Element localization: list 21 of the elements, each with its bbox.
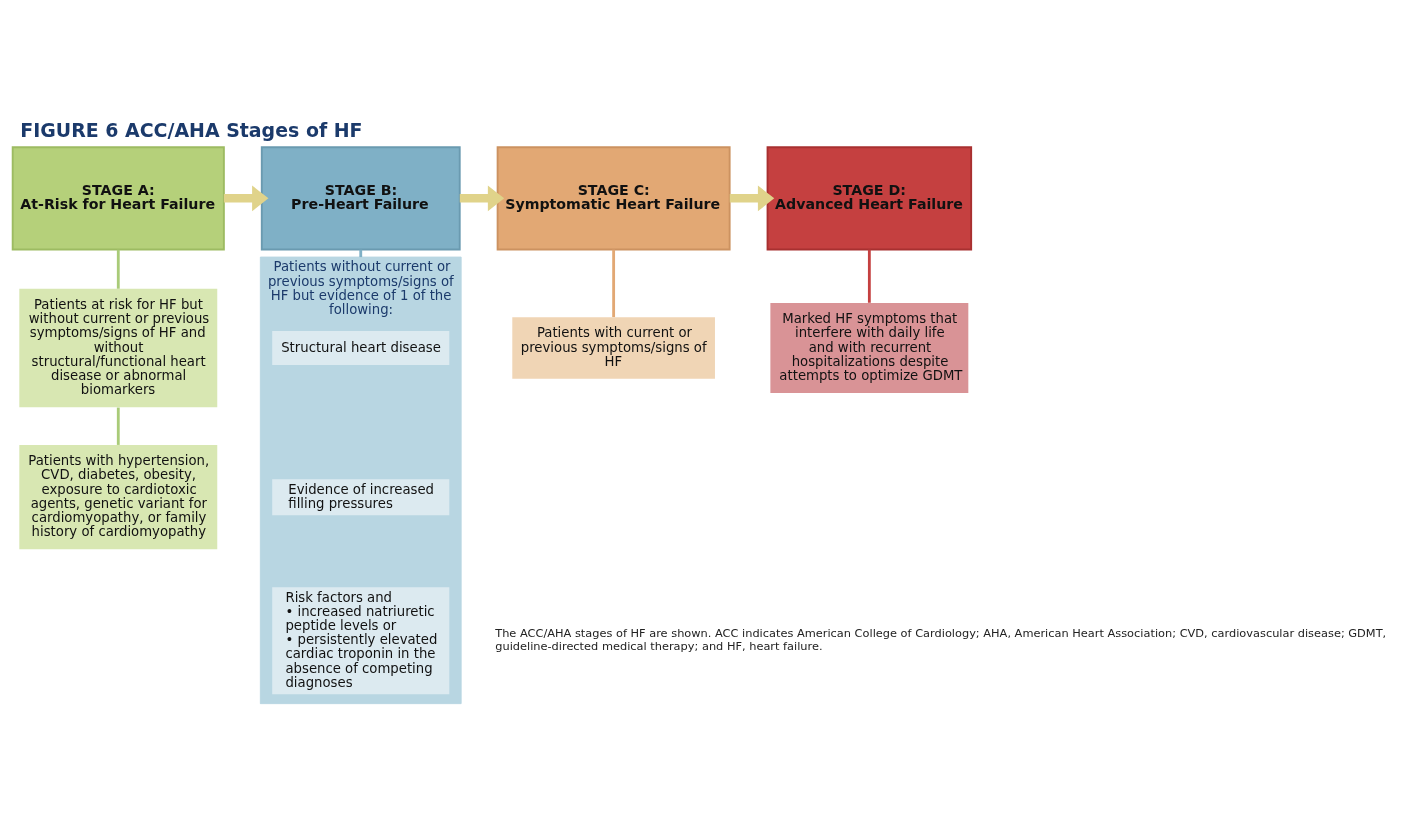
node-box: Patients at risk for HF but without current or previous symptoms/signs of HF and without structural/functional heart disease or abnormal biomarkers [19, 288, 218, 408]
connector [116, 249, 120, 289]
node-box: Structural heart disease [272, 330, 450, 366]
connector [867, 249, 871, 303]
arrow [729, 185, 775, 212]
node-box: STAGE D: Advanced Heart Failure [766, 146, 973, 251]
node-box: Evidence of increased filling pressures [272, 479, 450, 516]
node-box: STAGE B: Pre-Heart Failure [260, 146, 461, 251]
node-box: Patients with hypertension, CVD, diabetes, obesity, exposure to cardiotoxic agents, genetic variant for cardiomyopathy, or family history of cardiomyopathy [19, 445, 218, 550]
node-box: Patients with current or previous symptoms/signs of HF [512, 317, 715, 379]
node-box: Risk factors and • increased natriuretic peptide levels or • persistently elevated cardiac troponin in the absence of competing diagnoses [272, 587, 450, 695]
diagram-title: FIGURE 6 ACC/AHA Stages of HF [20, 118, 363, 141]
node-box: Marked HF symptoms that interfere with daily life and with recurrent hospitalizations despite attempts to optimize GDMT [770, 303, 969, 393]
connector [612, 249, 616, 318]
arrow [223, 185, 269, 212]
caption: The ACC/AHA stages of HF are shown. ACC indicates American College of Cardiology; AHA, American Heart Association; CVD, cardiovascular disease; GDMT, guideline-directed medical therapy; and HF, heart failure. [495, 626, 1387, 653]
connector [359, 249, 363, 258]
connector [116, 407, 120, 445]
node-box: STAGE C: Symptomatic Heart Failure [496, 146, 731, 251]
node-box: STAGE A: At-Risk for Heart Failure [11, 146, 225, 251]
arrow [459, 185, 505, 212]
